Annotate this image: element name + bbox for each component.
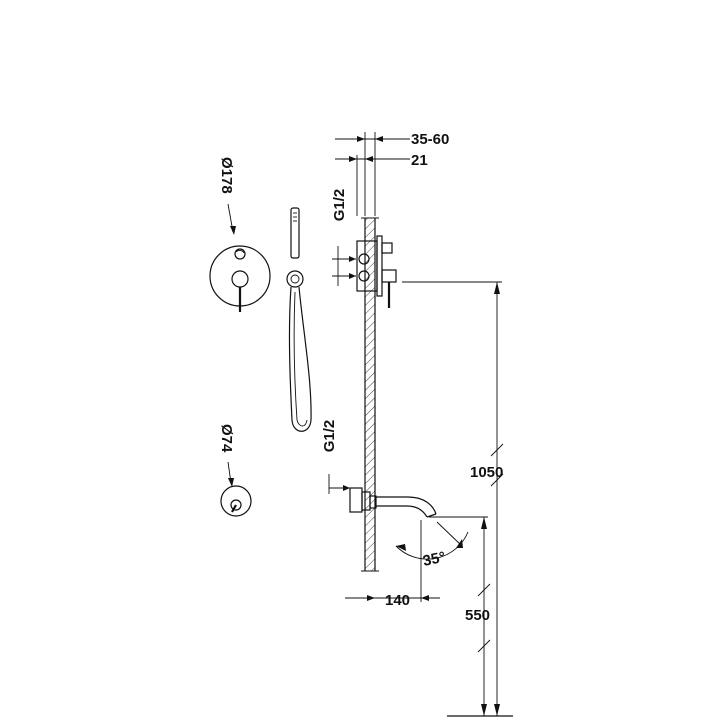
spout-angle-label: 35°	[421, 549, 447, 570]
spout-projection-dimension: 140	[345, 520, 440, 609]
mixer-thread-label: G1/2	[331, 189, 348, 222]
small-plate-front-view	[220, 485, 252, 517]
recess-depth-dimension: 35-60	[335, 131, 449, 216]
recess-depth-label: 35-60	[411, 131, 449, 148]
small-plate-diameter-callout: Ø74	[218, 424, 235, 487]
spout-angle-dimension: 35°	[395, 521, 469, 570]
small-plate-diameter-label: Ø74	[218, 424, 235, 453]
plate-diameter-label: Ø178	[218, 157, 235, 194]
spout-height-label: 550	[465, 607, 490, 624]
spout-projection-label: 140	[385, 592, 410, 609]
wall-section	[361, 217, 379, 572]
spout-height-dimension: 550	[429, 516, 491, 716]
hand-shower	[286, 207, 312, 432]
wall-offset-dimension: 21	[335, 152, 428, 169]
spout-thread-dimension: G1/2	[321, 420, 350, 494]
wall-offset-label: 21	[411, 152, 428, 169]
mixer-side-view	[356, 235, 397, 308]
spout-thread-label: G1/2	[321, 420, 338, 453]
mixer-thread-dimension: G1/2	[331, 189, 356, 286]
mixer-height-label: 1050	[470, 464, 503, 481]
mixer-height-dimension: 1050	[402, 281, 503, 716]
spout-side-view	[349, 487, 437, 518]
plate-diameter-callout: Ø178	[218, 157, 236, 235]
mixer-plate-front-view	[209, 245, 271, 312]
